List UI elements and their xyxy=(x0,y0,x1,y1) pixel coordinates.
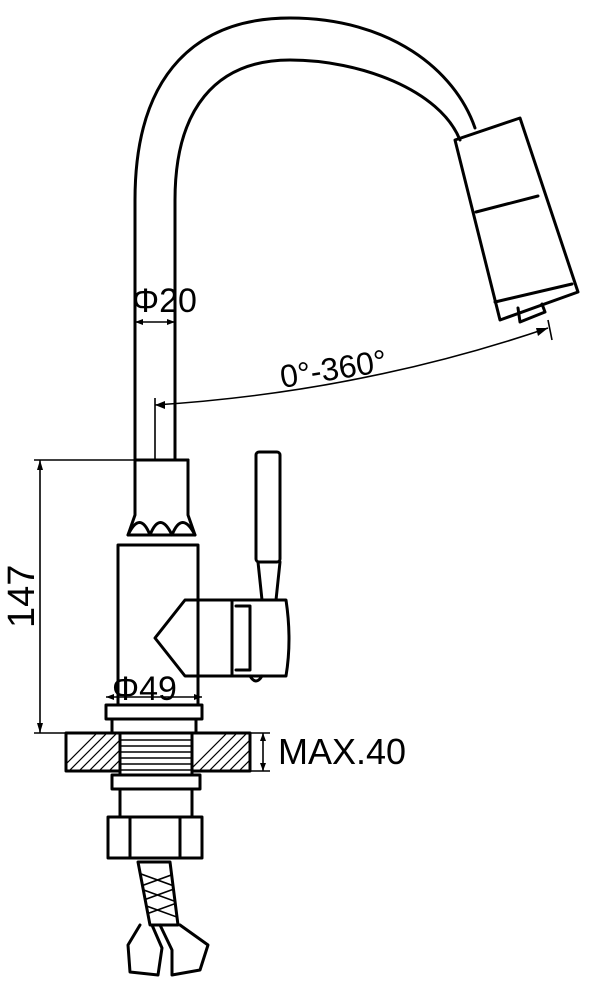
rotation-label: 0°-360° xyxy=(277,343,389,395)
countertop-section xyxy=(64,731,252,773)
max-thickness-label: MAX.40 xyxy=(278,731,406,772)
spout xyxy=(133,16,477,462)
height-label: 147 xyxy=(1,565,43,628)
dimension-max-thickness: MAX.40 xyxy=(250,731,406,772)
base-ring xyxy=(104,703,204,735)
dimension-spout-diameter: Φ20 xyxy=(132,282,197,325)
supply-hoses xyxy=(126,860,210,977)
dimension-height: 147 xyxy=(1,459,135,734)
threaded-shank xyxy=(106,731,204,860)
faucet-body xyxy=(116,458,234,707)
dimension-rotation: 0°-360° xyxy=(154,319,553,460)
lever-handle xyxy=(230,450,291,683)
base-diameter-label: Φ49 xyxy=(112,670,177,708)
dimension-base-diameter: Φ49 xyxy=(106,670,202,708)
spout-diameter-label: Φ20 xyxy=(132,282,197,320)
spray-head xyxy=(453,116,580,324)
